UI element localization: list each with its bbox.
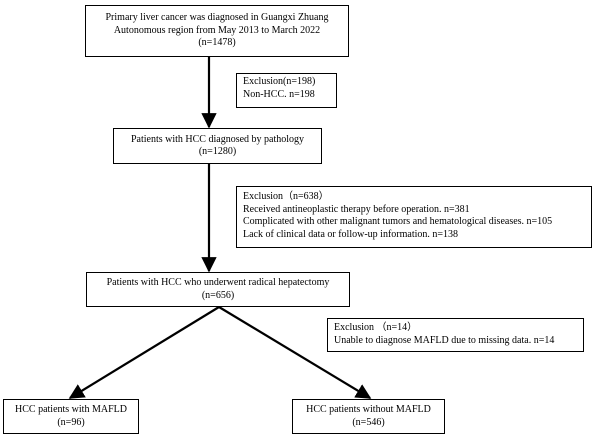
- diagnosed-line-1: Primary liver cancer was diagnosed in Gu…: [105, 12, 329, 24]
- hepatectomy-line-1: Patients with HCC who underwent radical …: [106, 277, 330, 288]
- exclusion-1-line-2: Non-HCC. n=198: [243, 88, 315, 100]
- pathology-line-1: Patients with HCC diagnosed by pathology: [130, 133, 305, 145]
- arrow-hepatectomy-to-without-mafld: [218, 306, 372, 399]
- hepatectomy-line-2: (n=656): [201, 289, 235, 301]
- box-hepatectomy: Patients with HCC who underwent radical …: [86, 272, 350, 307]
- diagnosed-line-2: Autonomous region from May 2013 to March…: [113, 24, 321, 36]
- box-diagnosed: Primary liver cancer was diagnosed in Gu…: [85, 5, 349, 57]
- exclusion-2-line-4: Lack of clinical data or follow-up infor…: [243, 228, 459, 240]
- exclusion-3-line-1: Exclusion （n=14）: [334, 322, 418, 333]
- without-mafld-line-1: HCC patients without MAFLD: [306, 404, 431, 415]
- arrow-hepatectomy-to-with-mafld: [68, 306, 220, 399]
- pathology-line-2: (n=1280): [198, 146, 237, 157]
- exclusion-3-line-2: Unable to diagnose MAFLD due to missing …: [334, 334, 555, 346]
- exclusion-2-line-1: Exclusion（n=638）: [243, 191, 329, 202]
- exclusion-1-line-1: Exclusion(n=198): [243, 76, 316, 87]
- diagnosed-line-3: (n=1478): [198, 37, 236, 49]
- without-mafld-line-2: (n=546): [352, 416, 385, 428]
- box-exclusion-3: Exclusion （n=14） Unable to diagnose MAFL…: [327, 318, 584, 352]
- box-exclusion-1: Exclusion(n=198) Non-HCC. n=198: [236, 73, 337, 108]
- exclusion-2-line-3: Complicated with other malignant tumors …: [243, 216, 553, 227]
- with-mafld-line-1: HCC patients with MAFLD: [15, 404, 127, 415]
- box-without-mafld: HCC patients without MAFLD (n=546): [292, 399, 445, 434]
- with-mafld-line-2: (n=96): [57, 416, 85, 428]
- exclusion-2-line-2: Received antineoplastic therapy before o…: [243, 203, 470, 215]
- box-exclusion-2: Exclusion（n=638） Received antineoplastic…: [236, 186, 592, 248]
- box-pathology: Patients with HCC diagnosed by pathology…: [113, 128, 322, 164]
- box-with-mafld: HCC patients with MAFLD (n=96): [3, 399, 139, 434]
